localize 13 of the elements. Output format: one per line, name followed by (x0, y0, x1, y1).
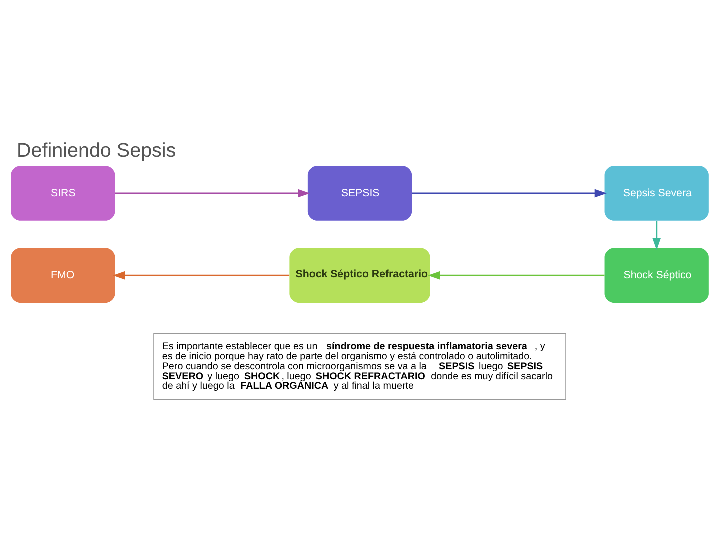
node-box: Shock Séptico Refractario (290, 248, 430, 302)
node-box: FMO (11, 248, 116, 302)
arrow (115, 188, 310, 198)
label: Es importante establecer que es un síndrome de respuesta inflamatoria severa, y es de inicio porque hay rato de parte del organismo y está controlado o autolimitado. Pero cuando se descontrola con microorganismos se va a la SEPSIS luego SEPSIS SEVERO y luego SHOCK, luego SHOCK REFRACTARIO donde es muy difícil sacarlo de ahí y luego la FALLA ORGÁNICA y al final la muerte (162, 341, 554, 392)
node-box: SIRS (11, 166, 116, 220)
node-box: Shock Séptico (604, 248, 709, 302)
arrow (113, 270, 290, 280)
arrow (428, 270, 605, 280)
node-box: SEPSIS (308, 166, 412, 220)
diagram-title: Definiendo Sepsis (17, 139, 176, 162)
node-box: Sepsis Severa (604, 166, 709, 220)
arrow (412, 188, 608, 198)
arrow (652, 220, 662, 250)
